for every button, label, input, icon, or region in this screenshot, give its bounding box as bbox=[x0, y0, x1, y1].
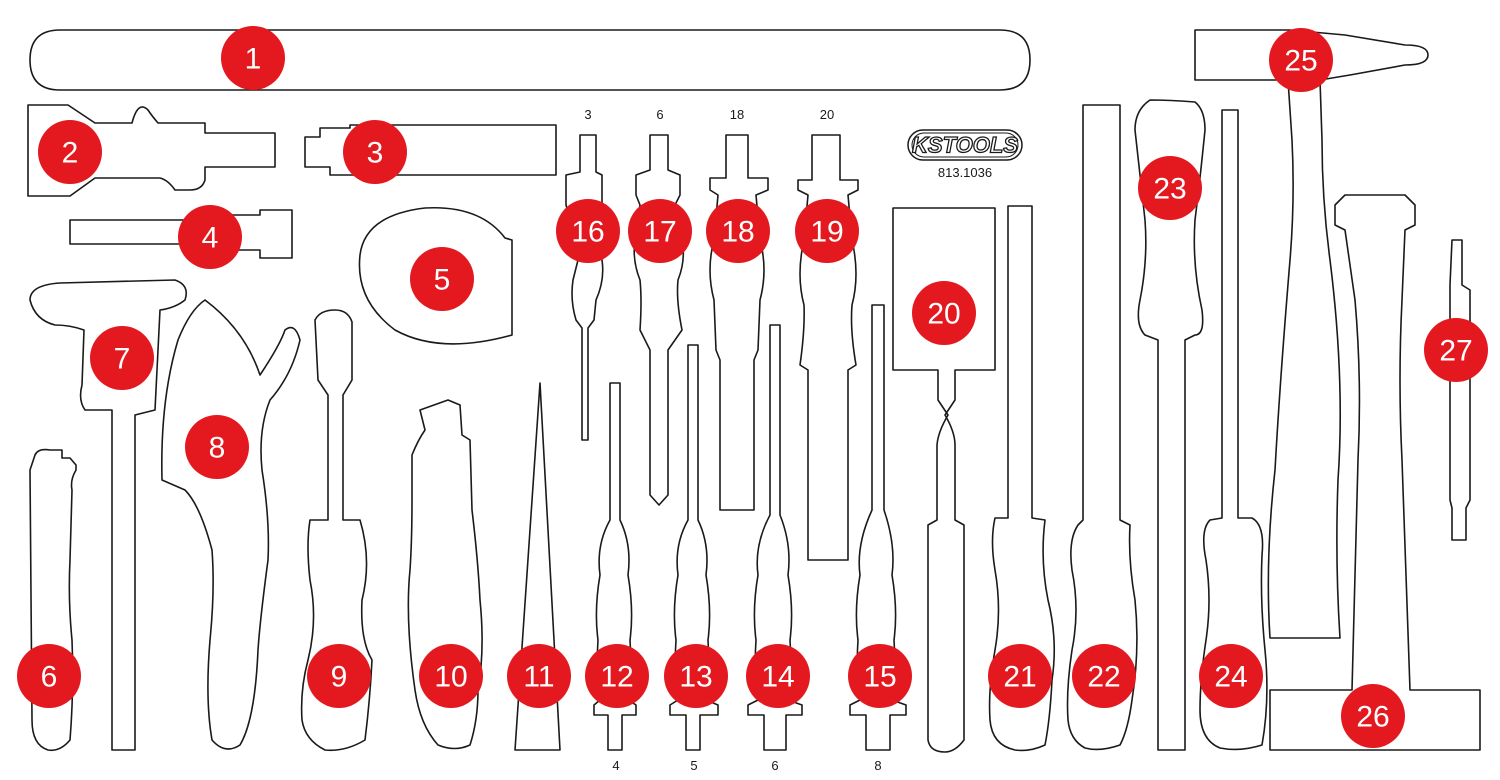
badge-13-label: 13 bbox=[679, 661, 712, 694]
badge-15: 15 bbox=[848, 644, 912, 708]
badge-26-label: 26 bbox=[1356, 701, 1389, 734]
badge-20-label: 20 bbox=[927, 298, 960, 331]
size-label-top-16: 3 bbox=[584, 107, 591, 122]
badge-27: 27 bbox=[1424, 318, 1488, 382]
badge-22: 22 bbox=[1072, 644, 1136, 708]
brand-logo: KSTOOLS bbox=[907, 129, 1023, 161]
outline-tool-11 bbox=[514, 382, 561, 751]
outline-tool-5 bbox=[358, 206, 513, 345]
outline-tool-17 bbox=[633, 134, 685, 506]
badge-5-label: 5 bbox=[434, 264, 451, 297]
badge-25-label: 25 bbox=[1284, 45, 1317, 78]
outline-tool-7 bbox=[29, 279, 188, 751]
size-label-top-19: 20 bbox=[820, 107, 834, 122]
badge-18: 18 bbox=[706, 199, 770, 263]
outline-tool-16 bbox=[565, 134, 604, 441]
article-number: 813.1036 bbox=[938, 165, 992, 180]
outline-tool-12 bbox=[593, 382, 637, 751]
badge-2: 2 bbox=[38, 120, 102, 184]
outline-tool-20 bbox=[892, 207, 996, 753]
badge-19-label: 19 bbox=[810, 216, 843, 249]
badge-21-label: 21 bbox=[1003, 661, 1036, 694]
badge-8-label: 8 bbox=[209, 432, 226, 465]
outline-tool-14 bbox=[747, 324, 803, 751]
badge-16: 16 bbox=[556, 199, 620, 263]
badge-9: 9 bbox=[307, 644, 371, 708]
badge-4: 4 bbox=[178, 205, 242, 269]
outline-tool-22 bbox=[1066, 104, 1138, 751]
badge-18-label: 18 bbox=[721, 216, 754, 249]
outline-tool-25 bbox=[1194, 29, 1429, 639]
outline-tool-21 bbox=[988, 205, 1056, 752]
badge-23: 23 bbox=[1138, 156, 1202, 220]
badge-16-label: 16 bbox=[571, 216, 604, 249]
badge-27-label: 27 bbox=[1439, 335, 1472, 368]
outline-tool-18 bbox=[709, 134, 769, 511]
tool-outlines bbox=[27, 29, 1481, 753]
logo-text: KSTOOLS bbox=[912, 133, 1018, 158]
badge-15-label: 15 bbox=[863, 661, 896, 694]
badge-12: 12 bbox=[585, 644, 649, 708]
outline-tool-6 bbox=[29, 448, 77, 752]
badge-11-label: 11 bbox=[523, 661, 554, 694]
outline-tool-26 bbox=[1269, 194, 1481, 751]
badge-10-label: 10 bbox=[434, 661, 467, 694]
size-label-bottom-12: 4 bbox=[612, 758, 619, 773]
outline-tool-15 bbox=[849, 304, 907, 751]
badge-17: 17 bbox=[628, 199, 692, 263]
outline-tool-8 bbox=[161, 299, 301, 750]
badges: 1 2 3 4 5 6 7 8 9 10 11 12 13 14 15 16 1… bbox=[17, 26, 1488, 748]
badge-14: 14 bbox=[746, 644, 810, 708]
badge-22-label: 22 bbox=[1087, 661, 1120, 694]
badge-13: 13 bbox=[664, 644, 728, 708]
badge-3: 3 bbox=[343, 120, 407, 184]
badge-17-label: 17 bbox=[643, 216, 676, 249]
badge-7: 7 bbox=[90, 326, 154, 390]
size-label-top-17: 6 bbox=[656, 107, 663, 122]
outline-tool-10 bbox=[407, 399, 483, 750]
badge-7-label: 7 bbox=[114, 343, 131, 376]
badge-6: 6 bbox=[17, 644, 81, 708]
outline-tool-9 bbox=[300, 309, 373, 752]
badge-24-label: 24 bbox=[1214, 661, 1247, 694]
outline-tool-13 bbox=[669, 344, 719, 751]
badge-14-label: 14 bbox=[761, 661, 794, 694]
badge-11: 11 bbox=[507, 644, 571, 708]
outline-tool-2 bbox=[27, 104, 276, 197]
badge-2-label: 2 bbox=[62, 137, 79, 170]
outline-tool-19 bbox=[797, 134, 859, 561]
outline-tool-24 bbox=[1199, 109, 1268, 751]
badge-8: 8 bbox=[185, 415, 249, 479]
badge-12-label: 12 bbox=[600, 661, 633, 694]
badge-1: 1 bbox=[221, 26, 285, 90]
badge-23-label: 23 bbox=[1153, 173, 1186, 206]
badge-4-label: 4 bbox=[202, 222, 219, 255]
badge-26: 26 bbox=[1341, 684, 1405, 748]
badge-3-label: 3 bbox=[367, 137, 384, 170]
badge-5: 5 bbox=[410, 247, 474, 311]
badge-21: 21 bbox=[988, 644, 1052, 708]
badge-25: 25 bbox=[1269, 28, 1333, 92]
badge-24: 24 bbox=[1199, 644, 1263, 708]
badge-6-label: 6 bbox=[41, 661, 58, 694]
size-label-bottom-15: 8 bbox=[874, 758, 881, 773]
outline-tool-3 bbox=[304, 124, 557, 176]
badge-10: 10 bbox=[419, 644, 483, 708]
badge-19: 19 bbox=[795, 199, 859, 263]
outline-tool-1 bbox=[29, 29, 1031, 91]
badge-9-label: 9 bbox=[331, 661, 348, 694]
outline-tool-27 bbox=[1449, 239, 1471, 541]
size-label-bottom-14: 6 bbox=[771, 758, 778, 773]
badge-20: 20 bbox=[912, 281, 976, 345]
badge-1-label: 1 bbox=[245, 43, 262, 76]
size-label-bottom-13: 5 bbox=[690, 758, 697, 773]
size-label-top-18: 18 bbox=[730, 107, 744, 122]
